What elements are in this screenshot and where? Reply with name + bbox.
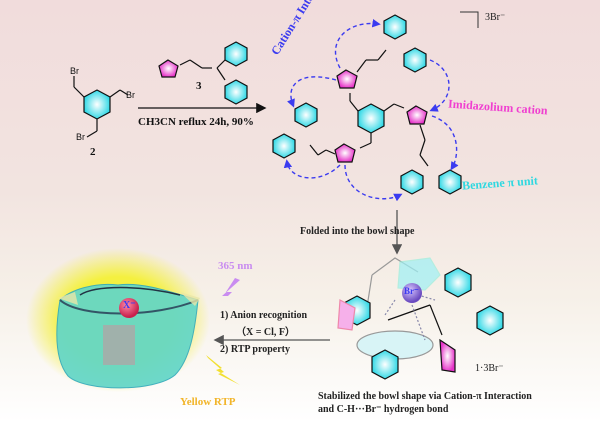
benzene-ring xyxy=(83,89,111,120)
caption-line-2: and C-H···Br⁻ hydrogen bond xyxy=(318,404,449,415)
br-label-2: Br xyxy=(126,90,135,100)
bromide-ion xyxy=(402,283,422,303)
counterion-bracket xyxy=(460,11,479,28)
emission-label: Yellow RTP xyxy=(180,396,236,408)
fold-step-label: Folded into the bowl shape xyxy=(300,226,415,237)
compound-2-label: 2 xyxy=(90,146,96,158)
imidazolium-left xyxy=(337,299,356,331)
excitation-lightning-icon xyxy=(212,278,240,312)
reaction-conditions: CH3CN reflux 24h, 90% xyxy=(138,116,254,128)
reagent-3-structure xyxy=(158,41,248,105)
complex-label: 1·3Br⁻ xyxy=(475,363,504,374)
compound-3-label: 3 xyxy=(196,80,202,92)
bromide-label: Br⁻ xyxy=(404,286,419,296)
carbazole-d xyxy=(476,305,504,336)
carbazole-top-a xyxy=(383,14,407,40)
carbazole-top-b xyxy=(403,47,427,73)
imidazolium-ring-right xyxy=(406,105,428,125)
br-label-1: Br xyxy=(70,66,79,76)
imidazolium-right xyxy=(439,338,456,373)
product-structure xyxy=(272,14,462,195)
anion-sphere xyxy=(119,298,139,318)
step-1-label: 1) Anion recognition xyxy=(220,310,308,321)
carbazole-right-a xyxy=(400,169,424,195)
emission-lightning-icon xyxy=(206,355,240,385)
bowl-complex-structure xyxy=(337,257,504,380)
caption-line-1: Stabilized the bowl shape via Cation-π I… xyxy=(318,391,532,402)
step-1-note: （X = Cl, F） xyxy=(236,327,296,338)
anion-label: X⁻ xyxy=(123,300,136,311)
carbazole-left-b xyxy=(272,133,296,159)
carbazole-c xyxy=(444,267,472,298)
carbazole-right-b xyxy=(438,169,462,195)
imidazole-ring xyxy=(158,59,179,78)
reagent-2-structure xyxy=(73,76,129,138)
carbazole-ring-bottom xyxy=(224,79,248,105)
cation-pi-arrows xyxy=(283,19,459,202)
excitation-label: 365 nm xyxy=(218,260,253,272)
imidazolium-ring-top xyxy=(336,69,358,89)
bowl-illustration xyxy=(26,248,210,392)
carbazole-b xyxy=(371,349,399,380)
carbazole-ring-top xyxy=(224,41,248,67)
counterion-label: 3Br⁻ xyxy=(485,12,506,23)
imidazolium-ring-bottom xyxy=(334,143,356,163)
br-label-3: Br xyxy=(76,132,85,142)
step-2-label: 2) RTP property xyxy=(220,344,291,355)
central-benzene xyxy=(357,103,385,134)
carbazole-left-a xyxy=(294,102,318,128)
